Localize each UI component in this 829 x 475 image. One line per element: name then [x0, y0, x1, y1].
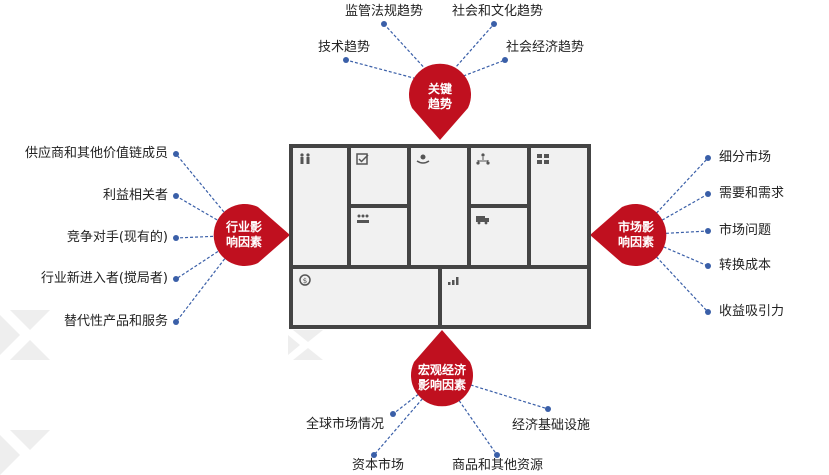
- market-forces-title: 市场影 响因素: [610, 220, 662, 250]
- resources-icon: [357, 214, 369, 223]
- macro-forces-title: 宏观经济 影响因素: [410, 363, 474, 393]
- market-revenue-attractiveness: 收益吸引力: [719, 304, 785, 319]
- partners-icon: [300, 153, 310, 164]
- cost-icon: $: [299, 274, 311, 286]
- svg-text:$: $: [303, 277, 307, 285]
- trend-social-culture: 社会和文化趋势: [452, 4, 544, 19]
- canvas-revenue-streams: [442, 269, 587, 325]
- industry-substitutes: 替代性产品和服务: [63, 314, 168, 329]
- market-line1: 市场影: [617, 220, 654, 234]
- trend-socioeconomic: 社会经济趋势: [506, 40, 585, 55]
- channels-icon: [476, 216, 489, 225]
- market-line2: 响因素: [617, 235, 654, 249]
- market-segments: 细分市场: [719, 150, 772, 165]
- canvas-channels: [471, 208, 527, 265]
- key-trends-title: 关键 趋势: [420, 82, 460, 112]
- trend-technology: 技术趋势: [318, 40, 371, 55]
- trend-regulatory: 监管法规趋势: [345, 4, 424, 19]
- key-trends-line1: 关键: [427, 82, 452, 96]
- industry-stakeholders: 利益相关者: [102, 188, 168, 203]
- industry-competitors: 竞争对手(现有的): [66, 230, 168, 245]
- relationships-icon: [476, 153, 490, 165]
- segments-icon: [537, 154, 549, 164]
- revenue-icon: [448, 277, 459, 285]
- macro-infrastructure: 经济基础设施: [512, 418, 591, 433]
- macro-commodities: 商品和其他资源: [452, 458, 544, 473]
- activities-icon: [356, 153, 369, 165]
- canvas-key-activities: [351, 148, 407, 204]
- market-needs: 需要和需求: [719, 186, 785, 201]
- macro-line2: 影响因素: [417, 378, 466, 392]
- macro-line1: 宏观经济: [417, 363, 466, 377]
- industry-forces-title: 行业影 响因素: [218, 220, 270, 250]
- value-proposition-icon: [416, 154, 430, 164]
- watermark-logo-small: [288, 330, 323, 360]
- top-drop: [409, 63, 471, 140]
- market-issues: 市场问题: [719, 223, 772, 238]
- canvas-cost-structure: $: [293, 269, 438, 325]
- industry-line2: 响因素: [225, 235, 262, 249]
- macro-capital-markets: 资本市场: [352, 458, 405, 473]
- canvas-key-resources: [351, 208, 407, 265]
- canvas-customer-segments: [531, 148, 587, 265]
- watermark-logo: [0, 310, 50, 475]
- right-drop: [590, 204, 667, 266]
- market-switching-costs: 转换成本: [719, 258, 772, 273]
- bottom-drop: [410, 330, 473, 407]
- business-model-canvas: $: [289, 144, 591, 329]
- industry-line1: 行业影: [225, 220, 262, 234]
- canvas-customer-relationships: [471, 148, 527, 204]
- industry-suppliers: 供应商和其他价值链成员: [24, 146, 168, 161]
- macro-global-market: 全球市场情况: [306, 417, 385, 432]
- industry-new-entrants: 行业新进入者(搅局者): [40, 271, 168, 286]
- left-drop: [213, 203, 290, 266]
- canvas-key-partners: [293, 148, 347, 265]
- canvas-value-proposition: [411, 148, 467, 265]
- key-trends-line2: 趋势: [427, 97, 452, 111]
